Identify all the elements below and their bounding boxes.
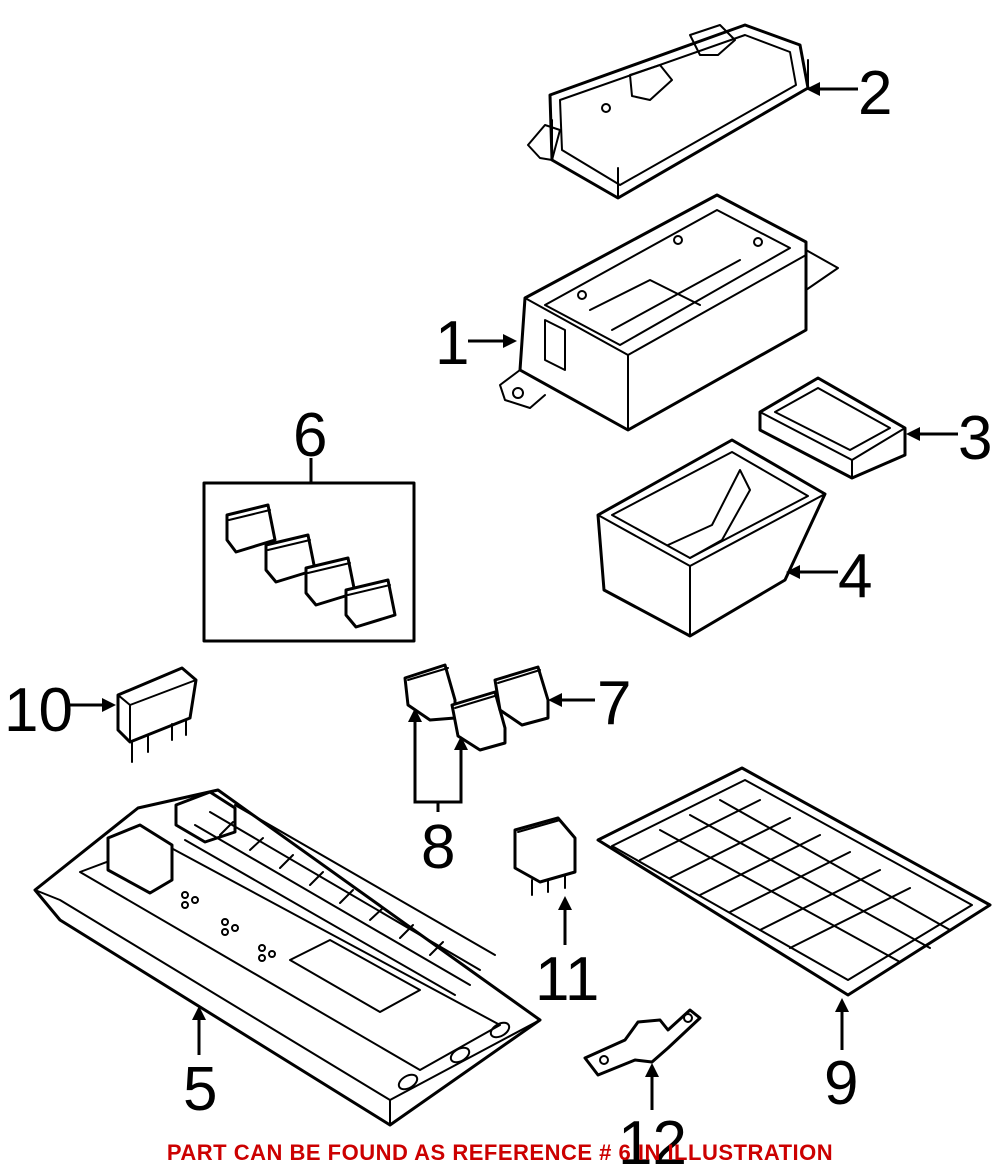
part-4-tray — [596, 438, 827, 638]
relay-icon — [225, 503, 277, 554]
part-7-8-relays — [403, 663, 550, 752]
relay-icon — [264, 533, 317, 584]
part-5-fuse-relay-base — [33, 788, 542, 1127]
part-1-fuse-box-housing — [499, 193, 839, 432]
callout-11: 11 — [535, 945, 599, 1014]
part-10-blade-fuse — [116, 666, 198, 763]
callout-1: 1 — [435, 309, 469, 378]
part-3-small-cover — [758, 376, 907, 480]
callout-8: 8 — [421, 813, 455, 882]
callout-4: 4 — [838, 542, 872, 611]
relay-icon — [344, 578, 397, 629]
footnote: PART CAN BE FOUND AS REFERENCE # 6 IN IL… — [167, 1140, 833, 1165]
callout-9: 9 — [824, 1049, 858, 1118]
callout-7: 7 — [597, 669, 631, 738]
callout-6: 6 — [293, 401, 327, 470]
callout-12: 12 — [618, 1109, 687, 1169]
part-9-label-card — [596, 766, 992, 997]
part-12-fusible-link — [583, 1008, 702, 1077]
callout-labels: 1 2 3 4 5 6 7 8 9 10 11 12 — [4, 59, 992, 1169]
callout-3: 3 — [958, 404, 992, 473]
part-2-fuse-box-cover — [527, 23, 810, 200]
part-11-relay — [513, 816, 577, 896]
callout-10: 10 — [4, 676, 73, 745]
callout-2: 2 — [858, 59, 892, 128]
relay-icon — [304, 556, 357, 607]
callout-5: 5 — [183, 1055, 217, 1124]
part-6-relay-set-box — [202, 481, 416, 643]
leader-lines — [70, 82, 958, 1110]
